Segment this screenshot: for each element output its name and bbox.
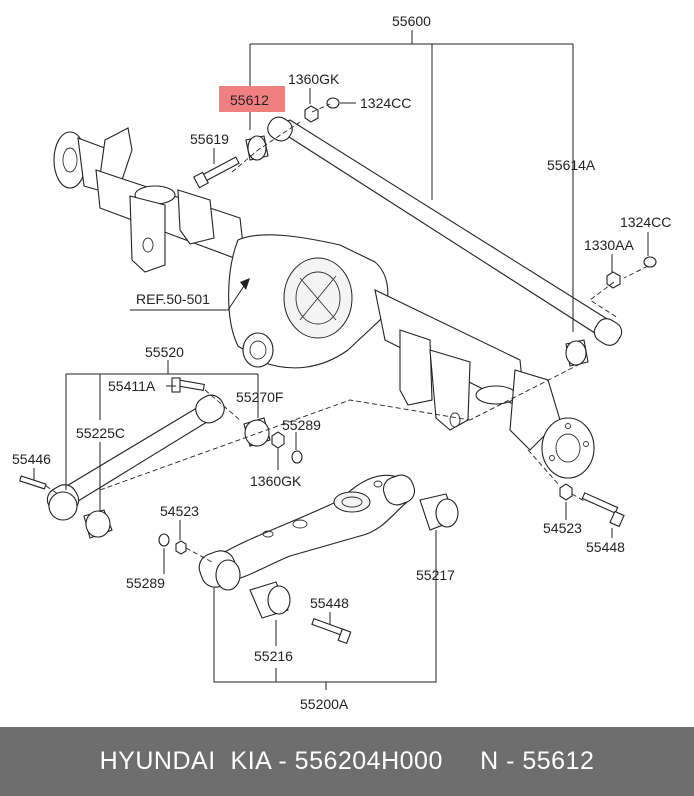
rear-suspension-diagram: 55600 1360GK 55612 1324CC 55619 55614A 1… [12,13,671,712]
rear-axle-housing [53,127,595,479]
label-55411a: 55411A [108,378,156,394]
label-1330aa: 1330AA [584,237,634,253]
label-1360gk-top: 1360GK [288,71,340,87]
label-55200a: 55200A [300,696,349,712]
label-55448-right: 55448 [586,539,625,555]
label-54523-left: 54523 [160,503,199,519]
label-55289-mid: 55289 [282,417,321,433]
label-55612: 55612 [230,92,269,108]
part-number-footer: HYUNDAI KIA - 556204H000 N - 55612 [0,727,694,796]
label-54523-right: 54523 [543,520,582,536]
footer-text: HYUNDAI KIA - 556204H000 N - 55612 [99,747,595,775]
label-55619: 55619 [190,131,229,147]
bolt-55619 [193,156,240,189]
label-55446: 55446 [12,451,51,467]
part-highlight-box [219,86,285,112]
label-55270f: 55270F [236,389,283,405]
part-labels: 55600 1360GK 55612 1324CC 55619 55614A 1… [12,13,671,712]
lower-arm-assembly [158,449,625,645]
reference-label: REF.50-501 [136,291,210,307]
label-1360gk-mid: 1360GK [250,473,302,489]
label-55520: 55520 [145,344,184,360]
upper-arm-assembly [193,97,657,421]
label-55217: 55217 [416,567,455,583]
label-55600: 55600 [392,13,431,29]
label-55448-bottom: 55448 [310,595,349,611]
label-55289-left: 55289 [126,575,165,591]
label-55614a: 55614A [547,157,596,173]
label-1324cc-right: 1324CC [620,214,671,230]
label-55225c: 55225C [76,425,125,441]
label-55216: 55216 [254,648,293,664]
label-1324cc-top: 1324CC [360,95,411,111]
